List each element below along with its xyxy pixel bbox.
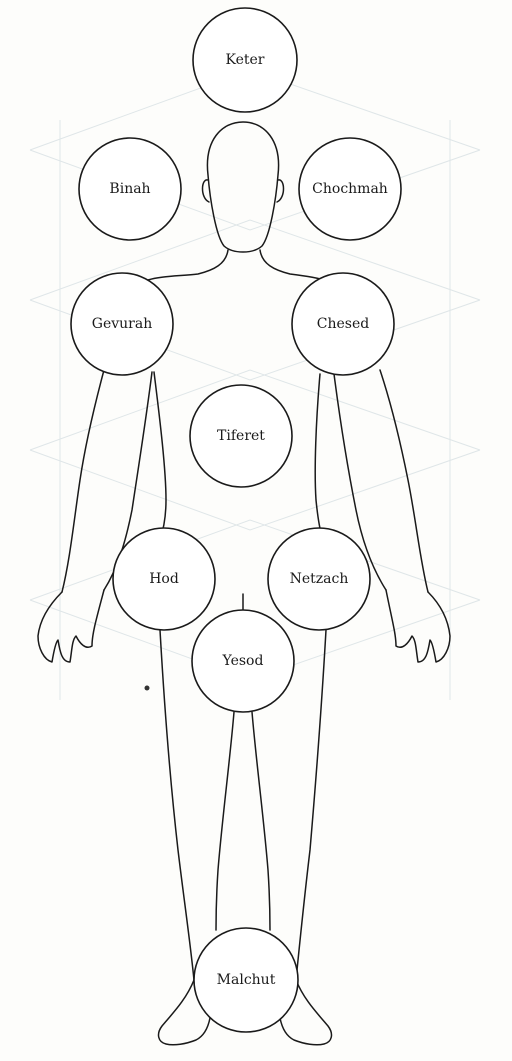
sefira-yesod: Yesod [192,610,294,712]
sefira-netzach: Netzach [268,528,370,630]
torso-left [154,372,166,540]
sefira-label-chesed: Chesed [317,316,369,332]
sefira-hod: Hod [113,528,215,630]
sefira-chochmah: Chochmah [299,138,401,240]
sefira-malchut: Malchut [194,928,298,1032]
sefira-gevurah: Gevurah [71,273,173,375]
right-hand [386,590,450,662]
neck-left-outline [148,250,228,280]
left-hand [38,590,104,662]
sefira-label-keter: Keter [226,52,265,68]
sefira-label-binah: Binah [109,181,150,197]
sefira-label-malchut: Malchut [217,972,276,988]
left-arm-outer [62,370,104,592]
sefira-chesed: Chesed [292,273,394,375]
sefira-binah: Binah [79,138,181,240]
sefira-tiferet: Tiferet [190,385,292,487]
left-leg-inner [216,712,234,930]
head-outline [207,122,278,252]
sefira-label-netzach: Netzach [290,571,349,587]
ink-speck [145,686,150,691]
sefira-keter: Keter [193,8,297,112]
sefira-label-tiferet: Tiferet [217,428,265,444]
sefira-label-gevurah: Gevurah [92,316,152,332]
right-leg-outer [296,630,326,980]
right-leg-inner [252,712,270,930]
sefira-label-hod: Hod [149,571,179,587]
neck-right-outline [260,250,330,282]
sefira-label-yesod: Yesod [222,653,264,669]
right-arm-outer [380,370,428,592]
left-leg-outer [160,630,194,980]
body-outline [38,122,450,1045]
torso-right [315,374,322,536]
sefira-label-chochmah: Chochmah [312,181,388,197]
